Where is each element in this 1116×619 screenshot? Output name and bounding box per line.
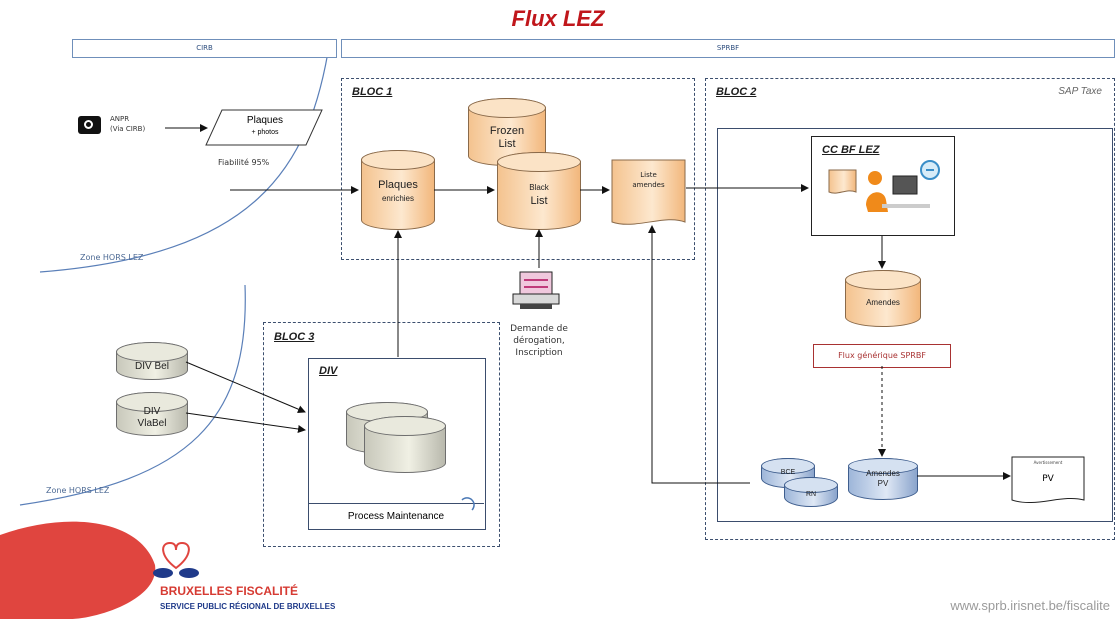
amendes-cylinder: Amendes bbox=[845, 270, 921, 327]
div-db-front-cylinder bbox=[364, 416, 446, 473]
process-maintenance-label: Process Maintenance bbox=[308, 503, 484, 529]
plaques-photos-label: Plaques+ photos bbox=[246, 115, 284, 136]
reliability-label: Fiabilité 95% bbox=[218, 158, 270, 167]
zone-hors-lez-top: Zone HORS LEZ bbox=[80, 253, 144, 262]
logo-subtitle: SERVICE PUBLIC RÉGIONAL DE BRUXELLES bbox=[160, 602, 336, 611]
black-list-cylinder: Black List bbox=[497, 152, 581, 230]
camera-icon bbox=[78, 116, 101, 134]
flux-generique-box: Flux générique SPRBF bbox=[813, 344, 951, 368]
bloc3-label: BLOC 3 bbox=[274, 331, 315, 343]
rn-cylinder: RN bbox=[784, 477, 838, 507]
zone-boundary-top bbox=[39, 39, 331, 273]
logo-name: BRUXELLES FISCALITÉ bbox=[160, 584, 299, 598]
zone-boundary-bottom bbox=[19, 284, 246, 506]
bloc1-box bbox=[341, 78, 695, 260]
page-title: Flux LEZ bbox=[511, 6, 605, 31]
div-label: DIV bbox=[319, 365, 338, 377]
bloc2-label: BLOC 2 bbox=[716, 86, 757, 98]
zone-hors-lez-bottom: Zone HORS LEZ bbox=[46, 486, 110, 495]
sprbf-header: SPRBF bbox=[341, 39, 1115, 58]
bloc1-label: BLOC 1 bbox=[352, 86, 393, 98]
plaques-enrichies-cylinder: Plaques enrichies bbox=[361, 150, 435, 230]
cc-bf-lez-label: CC BF LEZ bbox=[822, 144, 880, 156]
div-bel-cylinder: DIV Bel bbox=[116, 342, 188, 380]
footer-url[interactable]: www.sprb.irisnet.be/fiscalite bbox=[950, 598, 1110, 613]
sap-taxe-label: SAP Taxe bbox=[1058, 86, 1102, 97]
pv-label: PV bbox=[1042, 474, 1054, 484]
logo-red-shape bbox=[0, 521, 156, 619]
bloc3-box bbox=[263, 322, 500, 547]
anpr-label: ANPR(Via CIRB) bbox=[110, 115, 146, 133]
cirb-header: CIRB bbox=[72, 39, 337, 58]
bloc2-box bbox=[705, 78, 1115, 540]
pv-header: Avertissement bbox=[1033, 460, 1063, 465]
